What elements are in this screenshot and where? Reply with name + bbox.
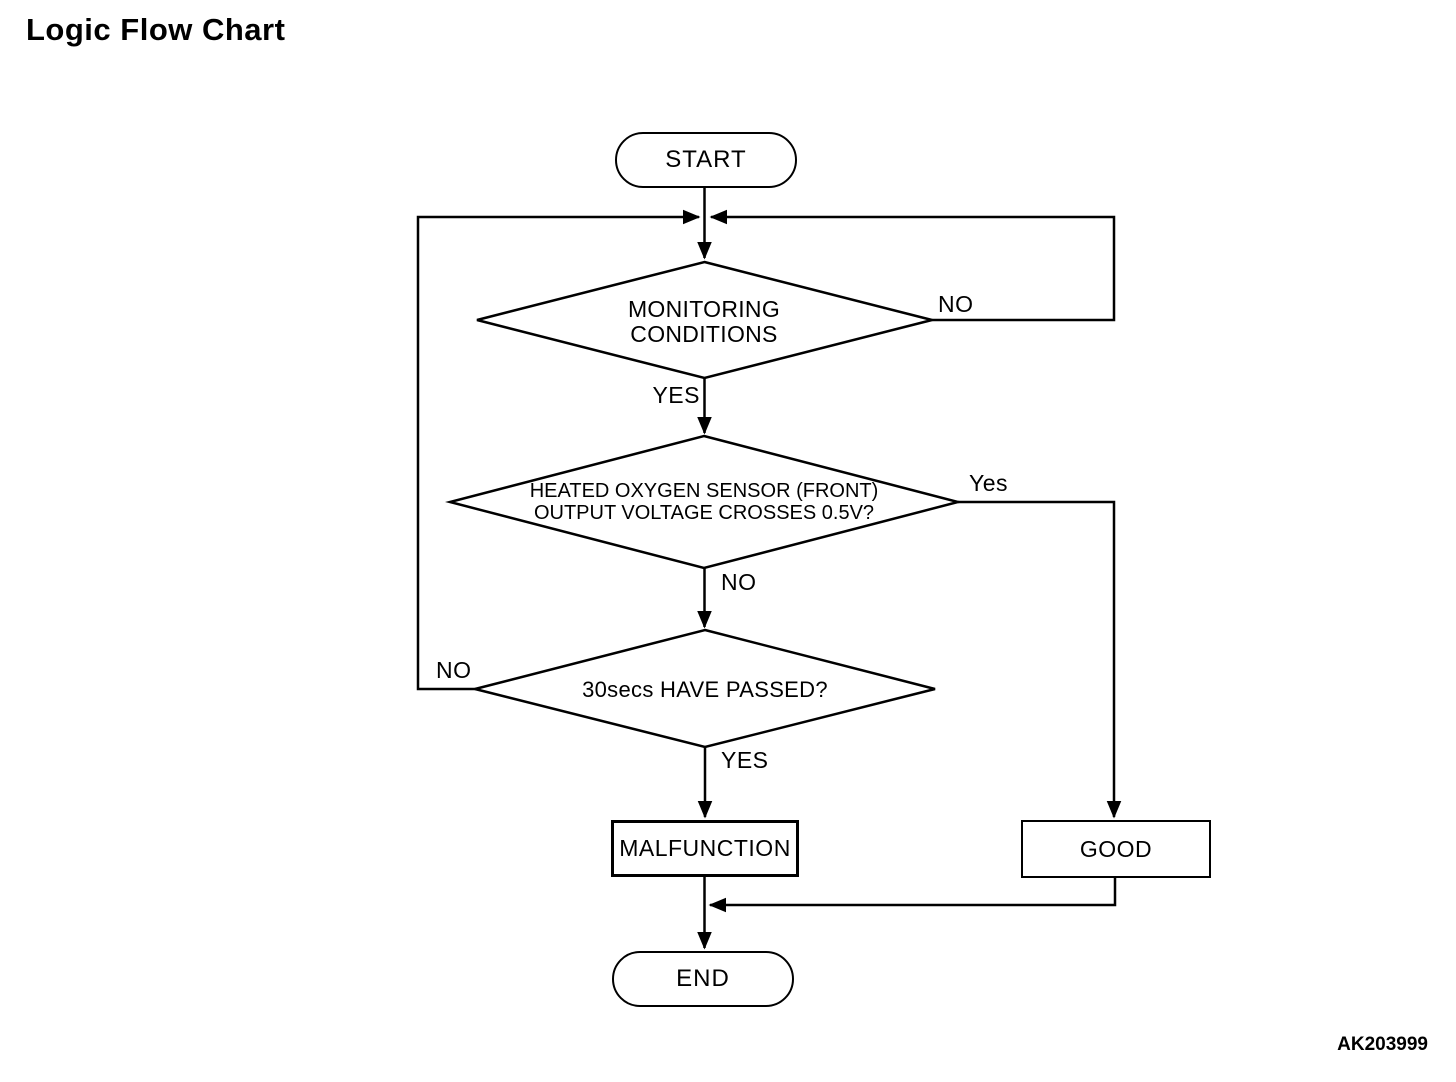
decision-monitoring-line2: CONDITIONS [630,321,778,347]
decision-monitoring-shape [476,260,933,380]
decision-monitoring-line1: MONITORING [627,296,781,322]
decision-monitoring-label: MONITORING CONDITIONS [529,297,879,347]
end-node-label: END [676,965,730,992]
decision-30secs-shape [474,628,936,749]
decision-oxygen-sensor-shape [445,434,963,570]
page-title: Logic Flow Chart [26,12,286,47]
edge-monitoring-no-loop-right [709,209,1116,322]
branch-label-monitoring-no: NO [938,291,974,317]
decision-oxygen-sensor-line1: HEATED OXYGEN SENSOR (FRONT) [529,480,879,502]
edge-oxygen-yes-to-good [958,500,1122,819]
branch-label-30secs-no: NO [436,657,472,683]
decision-oxygen-sensor-line2: OUTPUT VOLTAGE CROSSES 0.5V? [533,502,875,524]
decision-oxygen-sensor-label: HEATED OXYGEN SENSOR (FRONT) OUTPUT VOLT… [504,480,904,524]
decision-30secs-label: 30secs HAVE PASSED? [555,677,855,702]
malfunction-node: MALFUNCTION [611,820,799,877]
end-node: END [612,951,794,1007]
decision-30secs-text: 30secs HAVE PASSED? [582,677,828,702]
figure-code: AK203999 [1337,1034,1428,1055]
branch-label-oxygen-no: NO [721,569,757,595]
malfunction-node-label: MALFUNCTION [619,835,791,861]
branch-label-oxygen-yes: Yes [969,470,1009,496]
edge-30secs-no-loop-left [416,209,701,691]
start-node: START [615,132,797,188]
good-node-label: GOOD [1079,835,1153,862]
edge-good-merge-to-end-line [708,878,1117,913]
good-node: GOOD [1021,820,1211,878]
branch-label-30secs-yes: YES [721,747,769,773]
branch-label-monitoring-yes: YES [652,382,700,408]
start-node-label: START [665,146,747,173]
